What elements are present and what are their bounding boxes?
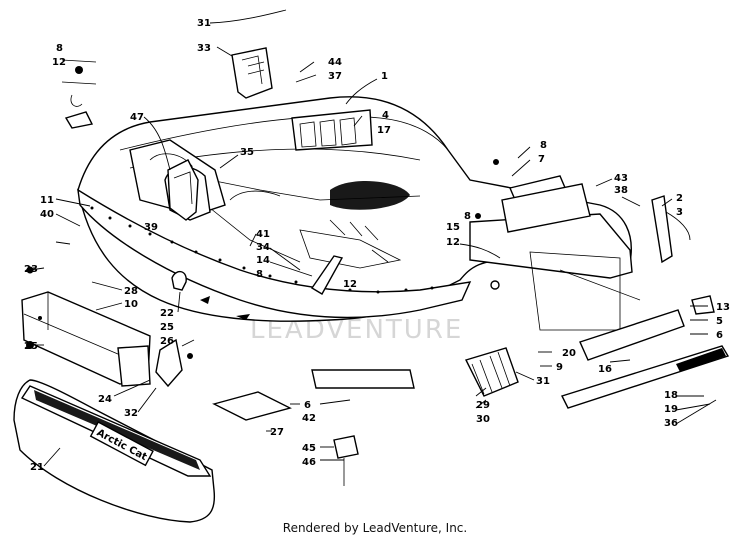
callout-36: 36: [664, 418, 678, 429]
callout-29: 29: [476, 400, 490, 411]
callout-13: 13: [716, 302, 730, 313]
callout-6b: 6: [304, 400, 311, 411]
bracket-upper-left: [61, 59, 97, 129]
callout-17: 17: [377, 125, 391, 136]
front-bumper-21: Arctic Cat: [13, 379, 216, 523]
bumper-bracket-10: [21, 266, 151, 387]
callout-12: 12: [52, 57, 66, 68]
callout-37: 37: [328, 71, 342, 82]
callout-11: 11: [40, 195, 54, 206]
callout-46: 46: [302, 457, 316, 468]
callout-22: 22: [160, 308, 174, 319]
callout-8: 8: [56, 43, 63, 54]
clip-45: [333, 435, 359, 459]
callout-3: 3: [676, 207, 683, 218]
air-intake-33: [231, 47, 273, 99]
vent-29: [465, 347, 519, 397]
callout-33: 33: [197, 43, 211, 54]
callout-47: 47: [130, 112, 144, 123]
panel-43: [501, 183, 591, 233]
callout-1: 1: [381, 71, 388, 82]
callout-30: 30: [476, 414, 490, 425]
callout-8c: 8: [256, 269, 263, 280]
callout-39: 39: [144, 222, 158, 233]
callout-14: 14: [256, 255, 270, 266]
callout-40: 40: [40, 209, 54, 220]
callout-6: 6: [716, 330, 723, 341]
callout-labels: 31 33 44 37 1 8 12 47 4 17 35 8 7 43 38 …: [24, 18, 730, 473]
callout-24: 24: [98, 394, 112, 405]
callout-25: 25: [160, 322, 174, 333]
callout-20: 20: [562, 348, 576, 359]
callout-31: 31: [197, 18, 211, 29]
callout-16: 16: [598, 364, 612, 375]
callout-12b: 12: [446, 237, 460, 248]
callout-38: 38: [614, 185, 628, 196]
callout-18: 18: [664, 390, 678, 401]
callout-27: 27: [270, 427, 284, 438]
hood-body: [77, 96, 632, 322]
callout-12c: 12: [343, 279, 357, 290]
plate-42: [212, 391, 292, 421]
rail-16: [579, 309, 685, 361]
callout-42: 42: [302, 413, 316, 424]
callout-15: 15: [446, 222, 460, 233]
callout-41: 41: [256, 229, 270, 240]
plate-6: [311, 369, 415, 389]
callout-28: 28: [124, 286, 138, 297]
callout-35: 35: [240, 147, 254, 158]
trim-2: [651, 195, 673, 264]
callout-5: 5: [716, 316, 723, 327]
callout-31b: 31: [536, 376, 550, 387]
callout-34: 34: [256, 242, 270, 253]
footer-credit: Rendered by LeadVenture, Inc.: [282, 521, 468, 535]
callout-44: 44: [328, 57, 342, 68]
callout-10: 10: [124, 299, 138, 310]
bracket-13: [691, 295, 715, 315]
callout-45: 45: [302, 443, 316, 454]
callout-21: 21: [30, 462, 44, 473]
leader-lines: [29, 9, 717, 467]
callout-7: 7: [538, 154, 545, 165]
callout-4: 4: [382, 110, 389, 121]
callout-43: 43: [614, 173, 628, 184]
callout-19: 19: [664, 404, 678, 415]
hinge-26: [155, 338, 183, 388]
callout-8d: 8: [464, 211, 471, 222]
grille-22: [171, 271, 187, 291]
callout-2: 2: [676, 193, 683, 204]
callout-8b: 8: [540, 140, 547, 151]
reflector-18: [561, 345, 730, 409]
callout-23: 23: [24, 264, 38, 275]
callout-32: 32: [124, 408, 138, 419]
strap-14: [311, 255, 344, 295]
callout-26: 26: [160, 336, 174, 347]
callout-25b: 25: [24, 341, 38, 352]
callout-9: 9: [556, 362, 563, 373]
